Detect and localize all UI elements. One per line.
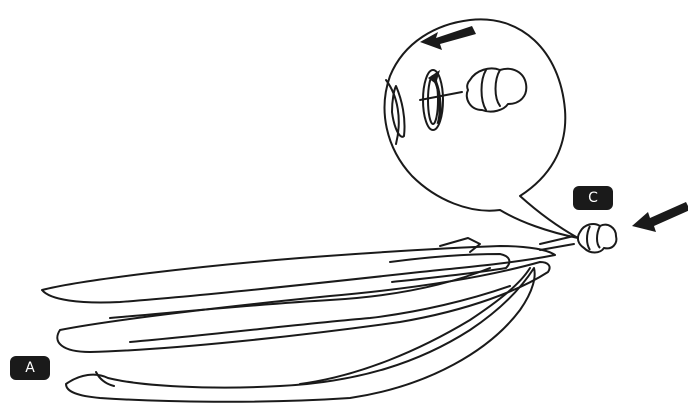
label-c-badge: C [573,186,613,210]
magnifier-bubble [385,19,578,238]
case-inner-fold-1 [110,268,490,318]
label-a-badge: A [10,356,50,380]
case-zip-end [540,236,574,250]
insert-arrow-icon [632,202,688,232]
arrow-icon [420,26,476,50]
case-inner-fold-3 [300,268,530,384]
case-buckle [440,238,480,252]
earplug-tip-icon [578,224,616,253]
case-inner-fold-2 [130,286,510,342]
magnifier-earplug-tip [467,68,527,111]
